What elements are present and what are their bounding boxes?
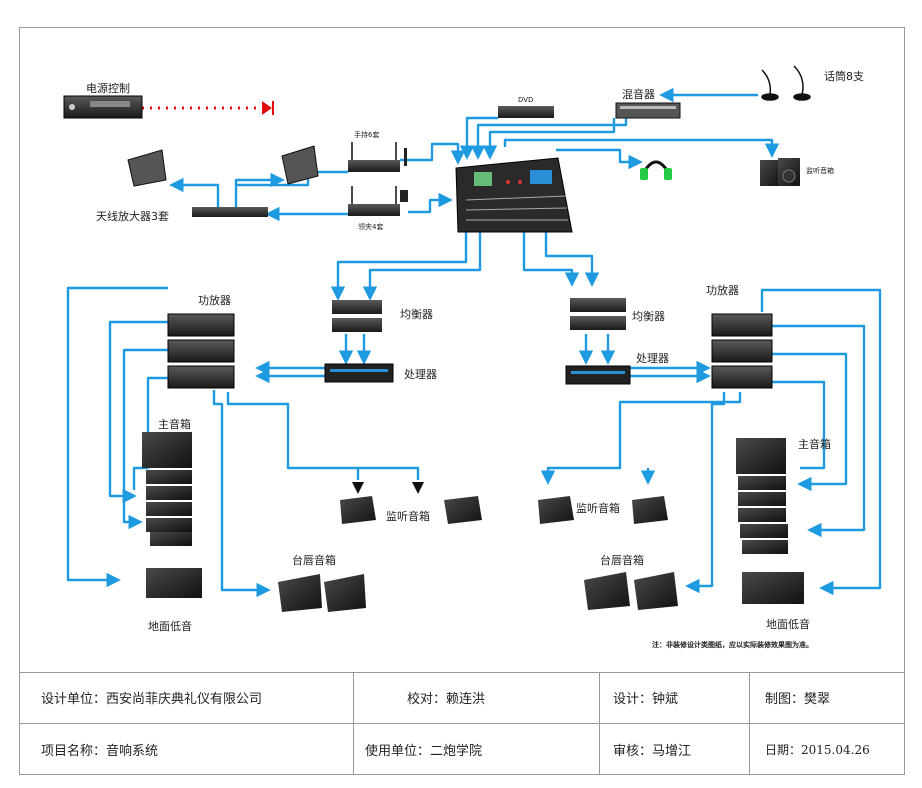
- link-amp-sub-left: [66, 286, 168, 588]
- reviewer: 审核：马增江: [613, 743, 692, 759]
- link-amp-monitor-left: [226, 392, 420, 480]
- label-sub-right: 地面低音: [766, 618, 810, 631]
- dvd-player: [498, 106, 554, 118]
- label-amp-left: 功放器: [198, 294, 231, 307]
- link-console-eq-right: [522, 232, 580, 287]
- label-main-right: 主音箱: [798, 438, 831, 451]
- proofread: 校对：赖连洪: [407, 692, 486, 707]
- label-amp-right: 功放器: [706, 284, 739, 297]
- link-amp-antenna-r: [234, 172, 285, 188]
- label-processor-left: 处理器: [404, 368, 437, 381]
- date: 日期：2015.04.26: [765, 742, 870, 757]
- link-console-eq-left-2: [362, 232, 482, 301]
- note-text: 注：非装修设计类图纸，应以实际装修效果图为准。: [652, 641, 813, 649]
- link-lavalier-console: [408, 192, 453, 214]
- label-dvd: DVD: [518, 96, 534, 104]
- processor-right: [565, 365, 631, 385]
- label-eq-right: 均衡器: [632, 310, 665, 323]
- project-name: 项目名称：音响系统: [41, 743, 159, 759]
- link-amp-main-right-1: [772, 324, 866, 538]
- antenna-right: [281, 145, 319, 185]
- drafter: 制图：樊翠: [765, 692, 831, 707]
- designer: 设计：钟斌: [613, 692, 679, 707]
- design-unit: 设计单位：西安尚菲庆典礼仪有限公司: [41, 692, 263, 707]
- link-console-headphone: [556, 148, 643, 170]
- main-speaker-left: [142, 432, 192, 546]
- label-stage-left: 台唇音箱: [292, 554, 336, 567]
- link-console-eq-right-2: [544, 232, 600, 287]
- label-stage-right: 台唇音箱: [600, 554, 644, 567]
- processor-left: [324, 363, 394, 383]
- link-amp-antenna-l: [169, 177, 220, 207]
- link-amp-main-right-2: [772, 352, 848, 492]
- equalizer-left: [332, 300, 382, 332]
- link-amp-main-right-3: [772, 380, 826, 470]
- link-handheld-console: [400, 142, 466, 165]
- amplifier-stack-left: [167, 313, 235, 389]
- lavalier-receiver: [348, 186, 408, 216]
- monitor-wedges-right: [538, 496, 668, 524]
- label-power-control: 电源控制: [86, 82, 130, 95]
- link-mixer-console: [470, 118, 628, 160]
- label-mixer: 混音器: [622, 88, 655, 101]
- link-amp-monitor-right: [540, 392, 742, 485]
- label-mic: 话筒8支: [824, 70, 864, 83]
- amplifier-stack-right: [711, 313, 773, 389]
- microphone-icons: [761, 65, 811, 101]
- label-eq-left: 均衡器: [400, 308, 433, 321]
- label-main-left: 主音箱: [158, 418, 191, 431]
- label-handheld: 手持6套: [354, 131, 380, 139]
- monitor-wedges-left: [340, 496, 482, 524]
- stage-lip-speakers-left: [278, 574, 366, 612]
- link-amp-sub-right: [760, 288, 882, 596]
- label-monitor-right: 监听音箱: [576, 502, 620, 515]
- headphone-icon: [640, 160, 672, 180]
- mixer-unit: [615, 102, 681, 119]
- title-block: 设计单位：西安尚菲庆典礼仪有限公司 校对：赖连洪 设计：钟斌 制图：樊翠 项目名…: [19, 672, 905, 775]
- power-control-unit: [63, 95, 143, 119]
- label-sub-left: 地面低音: [148, 620, 192, 633]
- label-lavalier: 领夹4套: [358, 223, 384, 231]
- power-arrow-icon: [262, 101, 272, 115]
- label-antenna-amp: 天线放大器3套: [96, 210, 169, 223]
- link-rx-antennaamp: [234, 170, 348, 207]
- link-console-eq-left: [330, 232, 468, 301]
- label-processor-right: 处理器: [636, 352, 669, 365]
- subwoofer-left: [146, 568, 202, 598]
- drawing-frame: [19, 27, 905, 775]
- link-amp-main-left-1: [108, 320, 168, 504]
- handheld-receiver: [348, 142, 407, 172]
- link-amp-stage-left: [212, 390, 271, 598]
- link-amp-main-left-2: [122, 348, 168, 530]
- monitor-speaker-top: [760, 158, 800, 186]
- link-amp-stage-right: [685, 392, 726, 594]
- antenna-left: [127, 149, 167, 187]
- label-monitor-top: 监听音箱: [806, 167, 834, 175]
- user-unit: 使用单位：二炮学院: [365, 743, 483, 759]
- link-dvd-console: [459, 116, 498, 160]
- main-speaker-right: [736, 438, 788, 554]
- stage-lip-speakers-right: [584, 572, 678, 610]
- digital-mixing-console: [455, 157, 573, 233]
- antenna-amplifier: [192, 207, 268, 217]
- label-monitor-left: 监听音箱: [386, 510, 430, 523]
- link-mixer-console-2: [482, 118, 616, 160]
- subwoofer-right: [742, 572, 804, 604]
- link-console-monitor: [503, 138, 780, 158]
- equalizer-right: [570, 298, 626, 330]
